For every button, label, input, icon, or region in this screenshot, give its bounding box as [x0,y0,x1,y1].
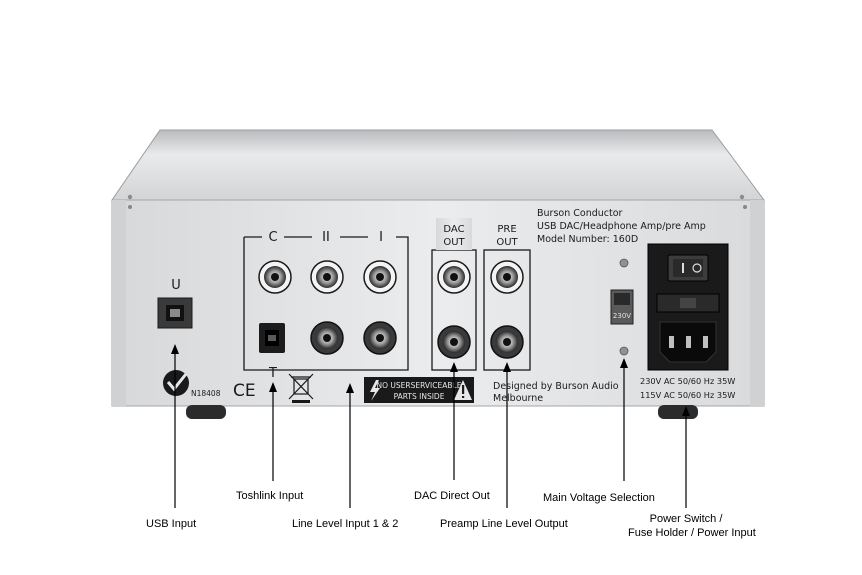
power-callout-line-2: Fuse Holder / Power Input [628,527,756,539]
toslink-port[interactable] [259,323,285,353]
designed-by-line-1: Designed by Burson Audio [493,381,619,392]
faceplate-side-left [112,200,126,406]
usb-group-label: U [171,278,181,293]
exclamation-triangle-icon [454,380,472,400]
designed-by-line-2: Melbourne [493,393,543,404]
dac-out-right-rca-jack[interactable] [437,325,471,359]
faceplate-side-right [750,200,764,406]
dac-out-left-rca-jack[interactable] [437,260,471,294]
dac-out-label-line2: OUT [443,237,465,248]
voltage-rating-115: 115V AC 50/60 Hz 35W [640,390,735,400]
pre-out-right-rca-jack[interactable] [490,325,524,359]
chassis-lid [111,129,765,201]
foot-right [658,405,698,419]
line-level-input-callout: Line Level Input 1 & 2 [292,518,399,530]
pre-out-label-line1: PRE [497,224,516,235]
voltage-selector-slider [614,293,630,305]
voltage-selector-label: 230V [613,312,631,320]
c-tick-mark-check-icon [166,373,188,392]
line-in-2-right-rca-jack[interactable] [310,321,344,355]
lightning-bolt-icon [370,380,380,401]
warning-line-1: NO USERSERVICEABLE [377,381,462,390]
power-switch-rocker [673,259,703,277]
c-label: C [268,230,277,245]
line-in-2-left-rca-jack[interactable] [310,260,344,294]
foot-left [186,405,226,419]
main-voltage-selection-callout: Main Voltage Selection [543,492,655,504]
cert-code: N18408 [191,389,221,398]
dac-direct-out-callout: DAC Direct Out [414,490,490,502]
ii-label: II [322,230,330,245]
toslink-input-callout: Toshlink Input [236,490,304,502]
brand-line-1: Burson Conductor [537,208,623,219]
line-in-1-left-rca-jack[interactable] [363,260,397,294]
pre-out-left-rca-jack[interactable] [490,260,524,294]
voltage-rating-230: 230V AC 50/60 Hz 35W [640,376,735,386]
line-in-1-right-rca-jack[interactable] [363,321,397,355]
fuse-holder-tab [680,298,696,308]
toslink-group-label: T [268,366,277,381]
pre-out-label-line2: OUT [496,237,518,248]
callout-leaders [171,344,690,508]
power-callout-line-1: Power Switch / [649,513,723,525]
power-switch-mark-off [692,263,702,273]
power-callout: Power Switch / Fuse Holder / Power Input [628,513,756,539]
panel-screw [128,205,132,209]
coax-rca-jack[interactable] [258,260,292,294]
dac-out-label-line1: DAC [443,224,464,235]
usb-b-port-tongue [170,309,180,317]
preamp-line-output-callout: Preamp Line Level Output [440,518,568,530]
lid-screw [127,194,133,200]
usb-input-callout: USB Input [146,518,197,530]
power-switch-mark-on [682,263,684,273]
iec-pin-center [686,336,691,348]
brand-line-2: USB DAC/Headphone Amp/pre Amp [537,221,706,232]
voltage-screw-top [619,258,629,268]
warning-line-2: PARTS INSIDE [394,392,445,401]
lid-screw [739,194,745,200]
line-input-group-frame [243,236,409,371]
panel-screw [743,205,747,209]
iec-pin-left [669,336,674,348]
voltage-screw-bottom [619,346,629,356]
iec-pin-right [703,336,708,348]
dac-out-label-bg [436,218,472,250]
weee-crossed-bin-icon [288,373,314,403]
ce-mark: CE [233,381,256,401]
brand-line-3: Model Number: 160D [537,234,638,245]
i-label: I [379,230,383,245]
